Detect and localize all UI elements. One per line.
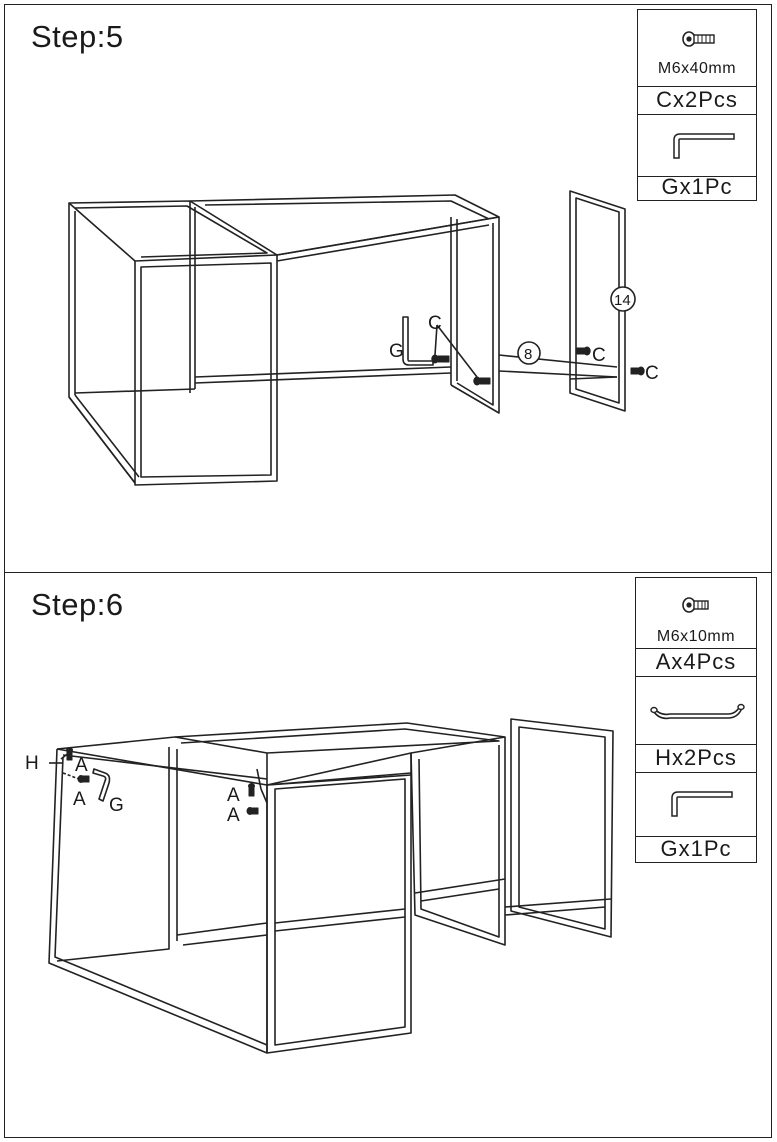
screw-qty-cell: Cx2Pcs (638, 86, 756, 116)
callout-c-2: C (592, 345, 606, 366)
screw-qty-label: Ax4Pcs (655, 649, 737, 674)
screw-icon (682, 31, 715, 47)
screw-cell: M6x40mm (638, 10, 756, 92)
step-5-title: Step:5 (31, 19, 124, 54)
screw-cell: M6x10mm (636, 578, 756, 650)
callout-c-3: C (645, 363, 659, 384)
step-5-diagram: G C C C 8 14 (68, 190, 659, 486)
callout-g: G (109, 795, 124, 816)
hook-qty-label: Hx2Pcs (655, 745, 737, 770)
part-number-8: 8 (524, 346, 532, 363)
callout-a-2: A (73, 789, 86, 810)
wrench-qty-label: Gx1Pc (661, 174, 733, 199)
step-6-parts-box: M6x10mm Ax4Pcs Hx2Pcs Gx1Pc (635, 577, 757, 863)
wrench-cell (636, 772, 756, 836)
step-6-title: Step:6 (31, 587, 124, 622)
callout-a-4: A (227, 805, 240, 826)
step-5-parts-box: M6x40mm Cx2Pcs Gx1Pc (637, 9, 757, 201)
step-5-panel: Step:5 M6x40mm Cx2Pcs Gx1Pc (4, 4, 772, 574)
wrench-qty-cell: Gx1Pc (636, 836, 756, 864)
screw-qty-label: Cx2Pcs (656, 87, 738, 112)
screw-size-label: M6x10mm (656, 628, 736, 645)
callout-h: H (25, 753, 39, 774)
callout-a-3: A (227, 785, 240, 806)
callout-c-1: C (428, 313, 442, 334)
allen-key-icon (671, 791, 733, 817)
screw-icon (682, 597, 709, 613)
part-number-14: 14 (614, 292, 631, 309)
screw-size-label: M6x40mm (657, 60, 737, 77)
step-6-panel: Step:6 M6x10mm Ax4Pcs (4, 572, 772, 1138)
callout-g: G (389, 341, 404, 362)
allen-key-icon (673, 133, 735, 159)
hook-qty-cell: Hx2Pcs (636, 744, 756, 774)
wrench-qty-label: Gx1Pc (660, 836, 732, 861)
screw-qty-cell: Ax4Pcs (636, 648, 756, 678)
step-6-diagram: H A A G A A (25, 718, 614, 1054)
wrench-qty-cell: Gx1Pc (638, 174, 756, 202)
hook-tool-icon (650, 703, 745, 720)
callout-a-1: A (75, 755, 88, 776)
wrench-cell (638, 114, 756, 174)
hook-cell (636, 676, 756, 746)
